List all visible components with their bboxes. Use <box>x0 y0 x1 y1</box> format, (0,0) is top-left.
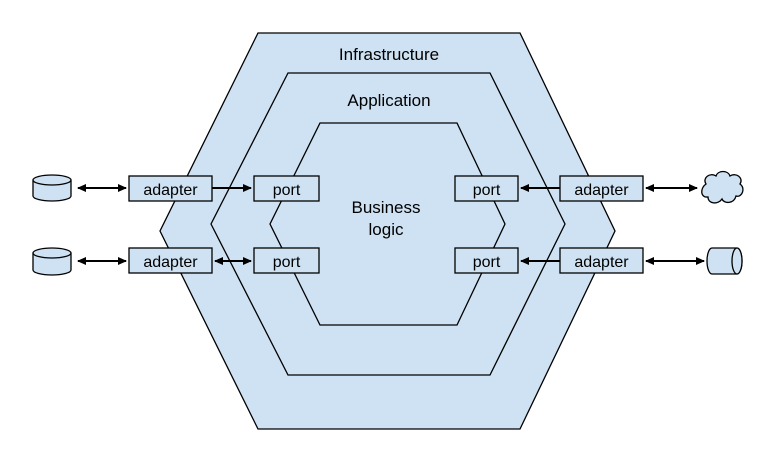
database-icon <box>32 247 72 276</box>
adapter-right-top: adapter <box>559 175 644 202</box>
adapter-label: adapter <box>574 182 629 199</box>
adapter-label: adapter <box>143 182 198 199</box>
port-right-top: port <box>454 175 519 202</box>
cloud-icon <box>701 170 744 204</box>
application-label: Application <box>347 91 430 110</box>
adapter-right-bottom: adapter <box>559 247 644 274</box>
adapter-left-top: adapter <box>128 175 213 202</box>
adapter-label: adapter <box>143 254 198 271</box>
port-label: port <box>473 254 501 271</box>
database-icon <box>32 174 72 202</box>
adapter-left-bottom: adapter <box>128 247 213 274</box>
port-label: port <box>273 254 301 271</box>
port-left-bottom: port <box>253 247 320 274</box>
port-left-top: port <box>253 175 320 202</box>
port-label: port <box>273 182 301 199</box>
queue-icon <box>706 247 743 275</box>
business-logic-label-line2: logic <box>369 220 404 239</box>
port-right-bottom: port <box>454 247 519 274</box>
business-logic-hexagon <box>269 122 506 326</box>
port-label: port <box>473 182 501 199</box>
adapter-label: adapter <box>574 254 629 271</box>
business-logic-label-line1: Business <box>352 198 421 217</box>
infrastructure-label: Infrastructure <box>339 45 439 64</box>
